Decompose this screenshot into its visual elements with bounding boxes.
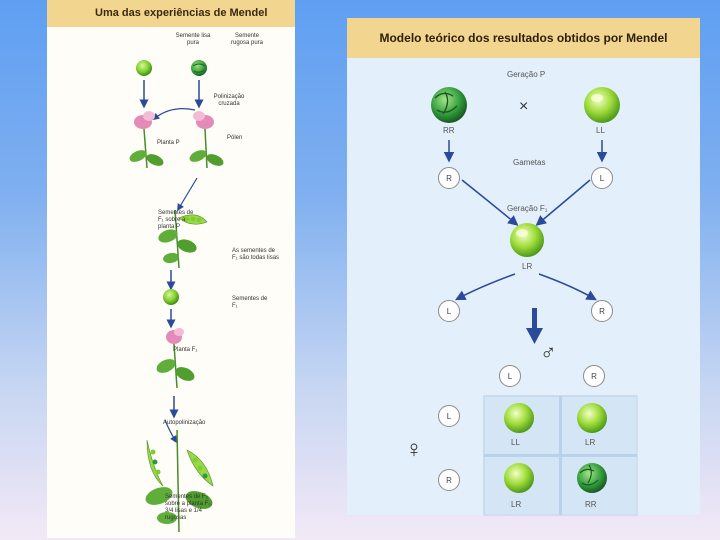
f1-gamete-l: L xyxy=(438,300,460,322)
wrinkled-seed-icon xyxy=(191,60,207,76)
all-smooth-label: As sementes de F₁ são todas lisas xyxy=(232,248,280,261)
f1-seeds-on-p-label: Sementes de F₁ sobre a planta P xyxy=(158,210,194,230)
f1-seed-icon xyxy=(163,289,179,305)
cross-pollination-label: Polinização cruzada xyxy=(213,94,245,107)
punnett-label-lr: LR xyxy=(511,500,522,509)
flower-icon xyxy=(166,328,184,344)
gametes-label: Gametas xyxy=(513,158,546,167)
experiment-illustration xyxy=(129,60,224,533)
wrinkled-seed-label: Semente rugosa pura xyxy=(230,33,264,46)
female-gamete-l: L xyxy=(438,405,460,427)
grid-pea-lr-icon xyxy=(577,403,607,433)
flower-icon xyxy=(193,111,214,129)
lr-label: LR xyxy=(522,262,533,271)
punnett-label-lr: LR xyxy=(585,438,596,447)
wrinkled-pea-rr-icon xyxy=(431,87,467,123)
left-panel-title: Uma das experiências de Mendel xyxy=(47,0,295,27)
plant-f1-label: Planta F₁ xyxy=(173,347,198,353)
self-pollination-label: Autopolinização xyxy=(163,420,206,426)
smooth-seed-label: Semente lisa pura xyxy=(175,33,211,46)
grid-pea-lr-icon xyxy=(504,463,534,493)
generation-f1-label: Geração F₁ xyxy=(507,204,548,213)
ll-label: LL xyxy=(596,126,605,135)
grid-pea-rr-icon xyxy=(577,463,607,493)
right-panel-title: Modelo teórico dos resultados obtidos po… xyxy=(347,18,700,58)
pollen-label: Pólen xyxy=(227,135,243,141)
rr-label: RR xyxy=(443,126,455,135)
plant-p-label: Planta P xyxy=(157,140,180,146)
big-down-arrow-icon xyxy=(532,308,537,330)
generation-p-label: Geração P xyxy=(507,70,546,79)
smooth-pea-ll-icon xyxy=(584,87,620,123)
cross-symbol: × xyxy=(519,98,529,115)
f1-gamete-r: R xyxy=(591,300,613,322)
punnett-label-ll: LL xyxy=(511,438,520,447)
f1-seeds-label: Sementes de F₁ xyxy=(232,296,268,309)
smooth-seed-icon xyxy=(136,60,152,76)
f1-pea-lr-icon xyxy=(510,223,544,257)
flower-icon xyxy=(134,111,155,129)
male-symbol-icon: ♂ xyxy=(540,340,557,365)
male-gamete-l: L xyxy=(499,365,521,387)
theoretical-model-panel: Modelo teórico dos resultados obtidos po… xyxy=(347,18,700,515)
female-symbol-icon: ♀ xyxy=(405,436,423,463)
gamete-r: R xyxy=(438,167,460,189)
f2-seeds-label: Sementes de F₂ sobre a planta F₁: 3/4 li… xyxy=(165,494,213,521)
male-gamete-r: R xyxy=(583,365,605,387)
mendel-experiment-panel: Uma das experiências de Mendel xyxy=(47,0,295,538)
pea-pod-icon xyxy=(146,439,164,487)
grid-pea-ll-icon xyxy=(504,403,534,433)
female-gamete-r: R xyxy=(438,469,460,491)
punnett-label-rr: RR xyxy=(585,500,597,509)
gamete-l: L xyxy=(591,167,613,189)
